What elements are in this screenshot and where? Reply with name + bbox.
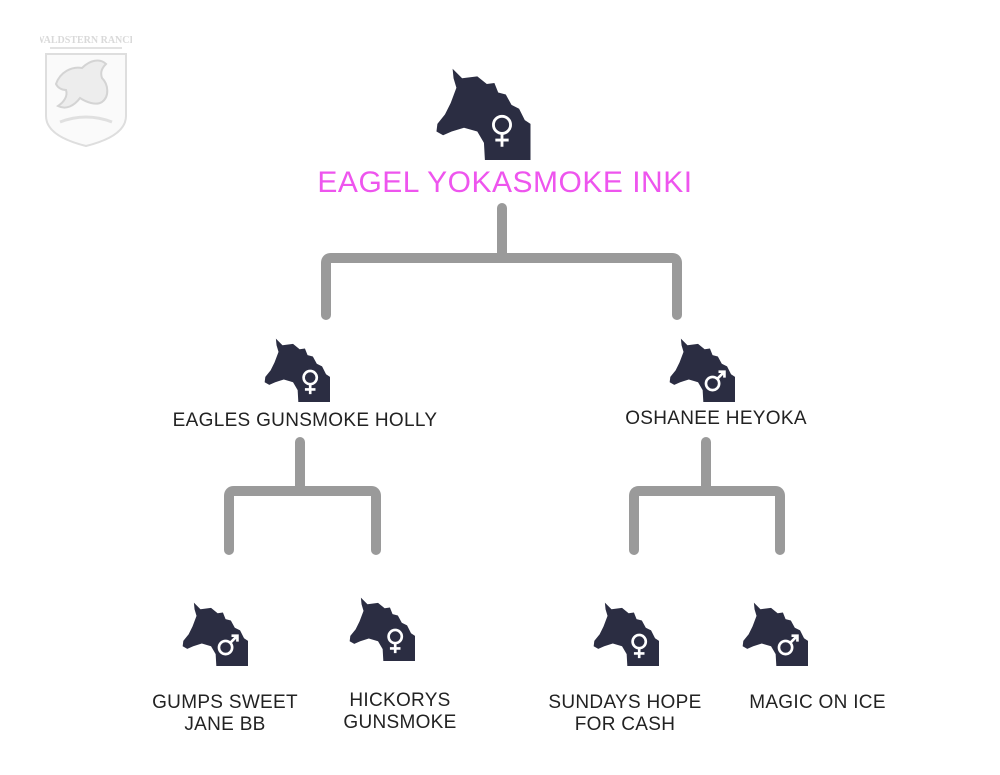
sire-dam-name: SUNDAYS HOPE FOR CASH <box>548 692 702 735</box>
sire-name: OSHANEE HEYOKA <box>625 408 807 429</box>
dam-name: EAGLES GUNSMOKE HOLLY <box>172 410 438 431</box>
connector-sire <box>629 437 785 555</box>
ranch-logo: WALDSTERN RANCH <box>35 32 137 150</box>
dam-dam-name: HICKORYS GUNSMOKE <box>343 690 457 733</box>
logo-emblem-icon: WALDSTERN RANCH <box>35 35 137 148</box>
root-horse-icon <box>436 68 531 160</box>
dam-sire-name: GUMPS SWEET JANE BB <box>152 692 298 735</box>
sire-sire-name: MAGIC ON ICE <box>749 692 886 713</box>
dam-sire-horse-icon <box>182 602 248 666</box>
dam-horse-icon <box>264 338 330 402</box>
dam-dam-horse-icon <box>349 597 415 661</box>
connector-dam <box>224 437 381 555</box>
sire-sire-horse-icon <box>742 602 808 666</box>
connector-root <box>321 203 682 320</box>
logo-title: WALDSTERN RANCH <box>40 35 132 46</box>
sire-horse-icon <box>669 338 735 402</box>
root-name: EAGEL YOKASMOKE INKI <box>317 166 693 199</box>
sire-dam-horse-icon <box>593 602 659 666</box>
